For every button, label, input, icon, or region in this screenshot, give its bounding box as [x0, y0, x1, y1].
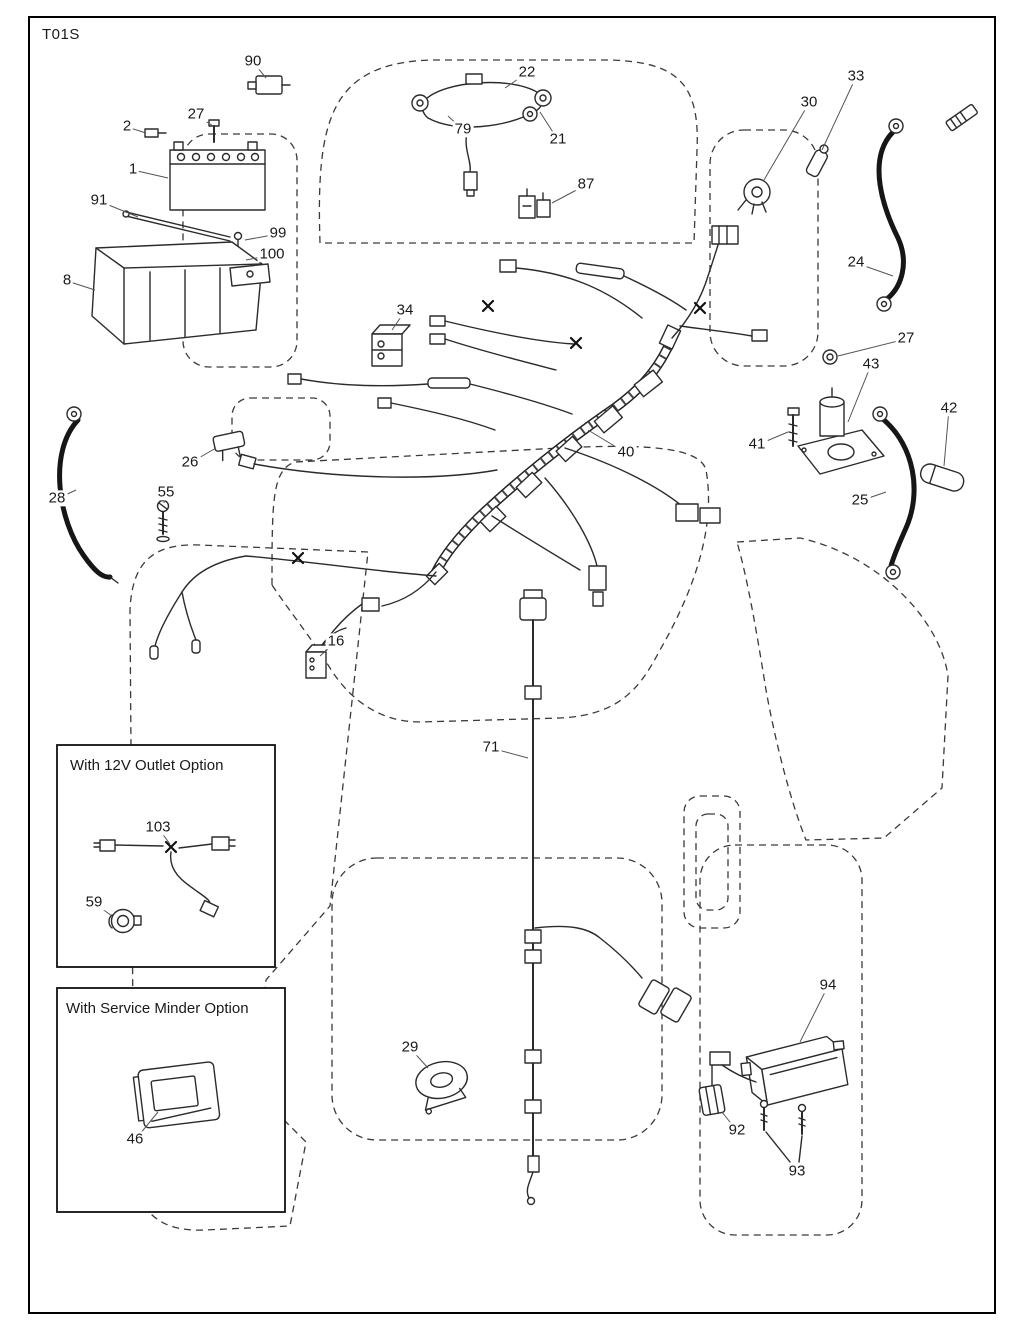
main-harness — [149, 225, 768, 660]
ignition-switch — [737, 178, 771, 215]
bolt-55 — [156, 499, 170, 543]
inset-12v-outlet-label: With 12V Outlet Option — [70, 757, 224, 774]
battery — [169, 141, 266, 211]
battery-cable-right — [876, 103, 978, 312]
ignition-key — [805, 144, 829, 178]
outlet-harness-103 — [93, 836, 236, 918]
connector-87 — [518, 188, 551, 219]
horn — [415, 1060, 468, 1115]
wire-tie-marks — [291, 299, 707, 565]
nut-27 — [822, 349, 838, 365]
battery-holddown-rod — [122, 210, 231, 242]
connector-92 — [698, 1051, 757, 1116]
cable-42 — [872, 406, 965, 580]
plug-90 — [247, 75, 291, 95]
cable-71 — [519, 589, 692, 1206]
solenoid — [797, 387, 885, 475]
switch-34 — [371, 324, 411, 367]
holddown-bolt — [233, 231, 243, 251]
screws-93 — [759, 1099, 807, 1163]
battery-cable-left — [57, 406, 119, 584]
bolt-41 — [787, 407, 800, 447]
hour-meter-46 — [132, 1061, 221, 1129]
inset-service-minder-label: With Service Minder Option — [66, 1000, 249, 1017]
outlet-59 — [108, 908, 142, 934]
switch-16 — [305, 627, 347, 679]
module-94 — [740, 1035, 849, 1106]
diagram-title: T01S — [42, 26, 80, 43]
inset-box-frames — [56, 744, 286, 1213]
fuse-26 — [212, 430, 257, 470]
battery-box — [91, 241, 271, 345]
